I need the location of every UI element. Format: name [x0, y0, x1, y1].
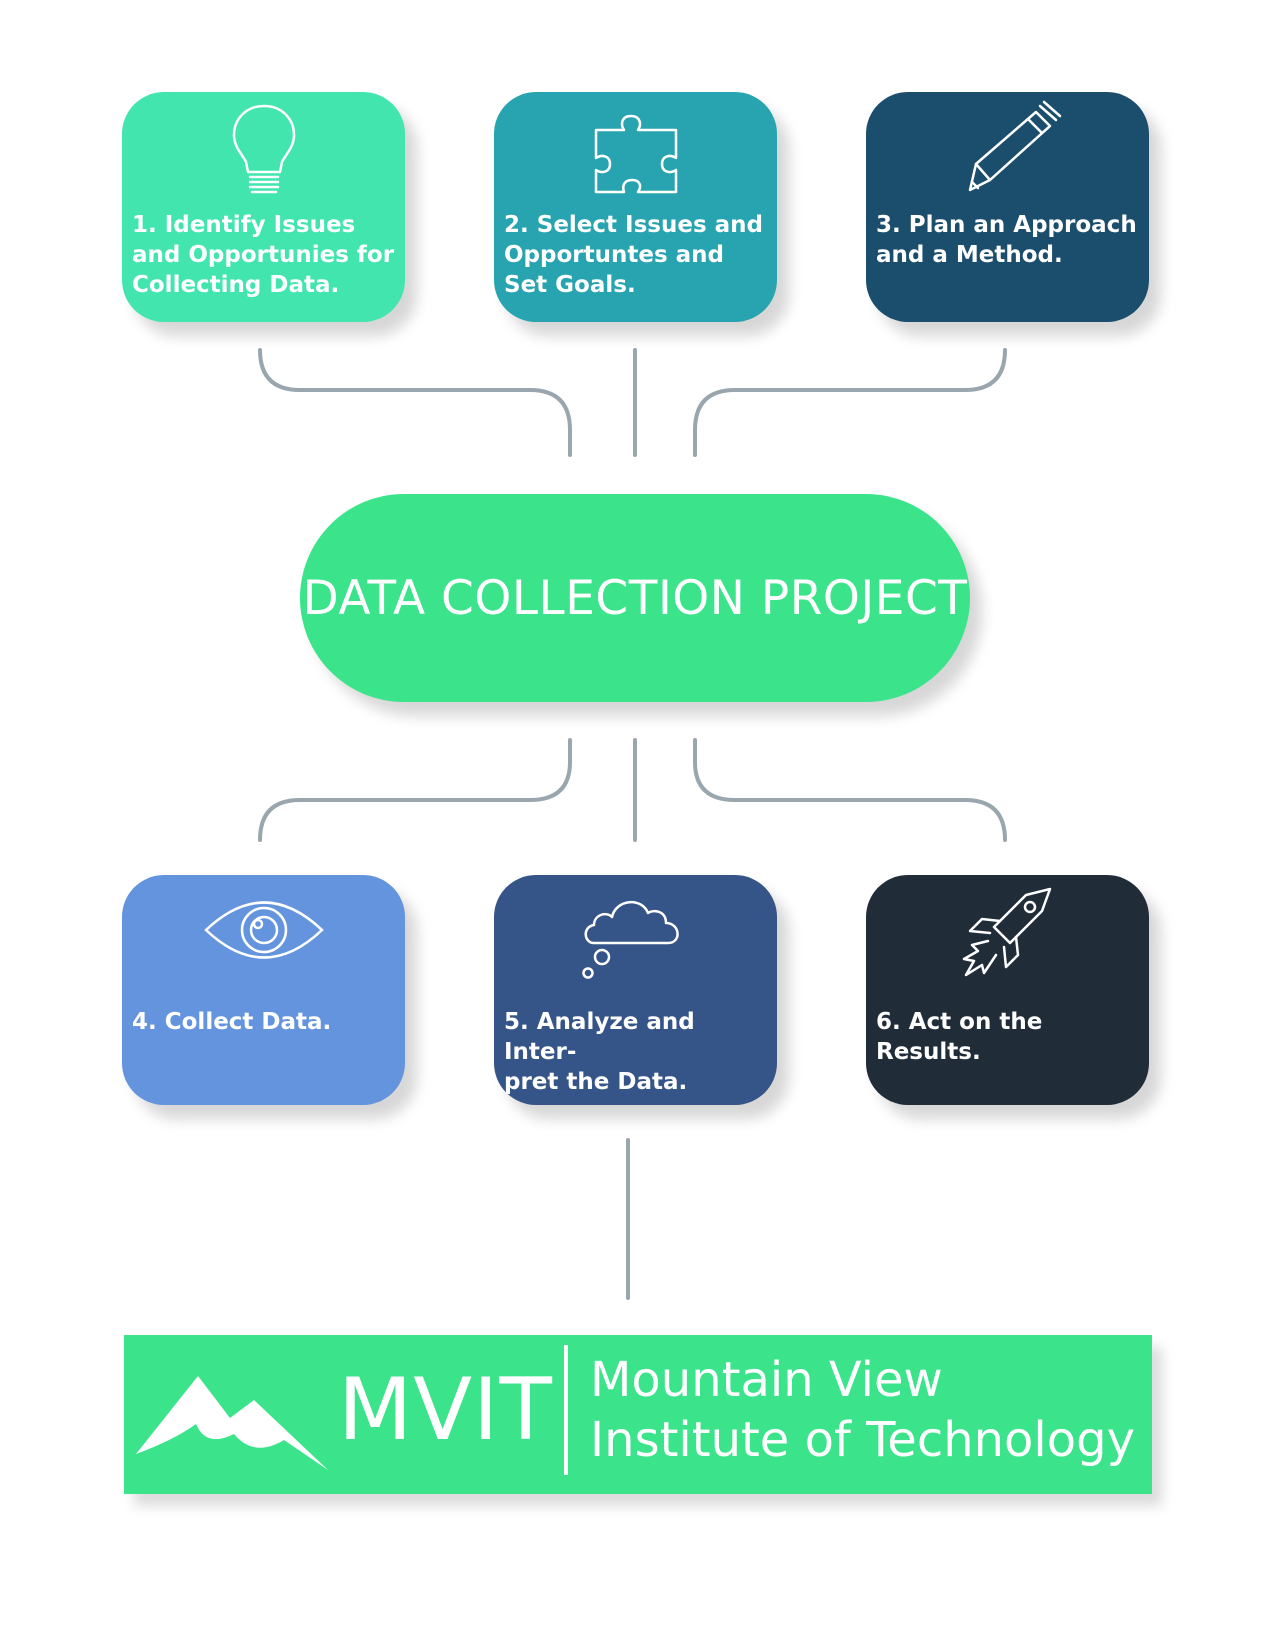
step-label: 3. Plan an Approach and a Method. [876, 212, 1137, 268]
connector-step1-to-hub [258, 348, 572, 457]
step-label: 4. Collect Data. [132, 1009, 332, 1035]
institute-abbreviation: MVIT [338, 1360, 553, 1460]
step-card-2: 2. Select Issues and Opportuntes and Set… [494, 92, 777, 322]
step-label: 2. Select Issues and Opportuntes and Set… [504, 212, 763, 298]
mountain-logo-icon [134, 1370, 334, 1470]
connector-hub-to-step6 [693, 738, 1007, 842]
lightbulb-icon [204, 100, 324, 195]
step-card-5: 5. Analyze and Inter- pret the Data. [494, 875, 777, 1105]
step-label: 6. Act on the Results. [876, 1009, 1043, 1065]
step-card-1: 1. Identify Issues and Opportunies for C… [122, 92, 405, 322]
step-card-4: 4. Collect Data. [122, 875, 405, 1105]
institute-banner: MVIT Mountain View Institute of Technolo… [124, 1335, 1152, 1494]
connector-hub-to-step4 [258, 738, 572, 842]
step-label: 5. Analyze and Inter- pret the Data. [504, 1009, 695, 1095]
eye-icon [203, 885, 324, 980]
hub-title: DATA COLLECTION PROJECT [302, 570, 968, 626]
thought-cloud-icon [576, 885, 696, 980]
pencil-icon [948, 100, 1068, 195]
rocket-icon [948, 885, 1068, 980]
banner-divider [564, 1345, 568, 1475]
puzzle-piece-icon [576, 100, 696, 195]
step-card-6: 6. Act on the Results. [866, 875, 1149, 1105]
central-hub: DATA COLLECTION PROJECT [300, 494, 970, 702]
institute-name-line2: Institute of Technology [590, 1412, 1135, 1468]
connector-step3-to-hub [693, 348, 1007, 457]
step-card-3: 3. Plan an Approach and a Method. [866, 92, 1149, 322]
step-label: 1. Identify Issues and Opportunies for C… [132, 212, 395, 298]
institute-name-line1: Mountain View [590, 1352, 943, 1408]
